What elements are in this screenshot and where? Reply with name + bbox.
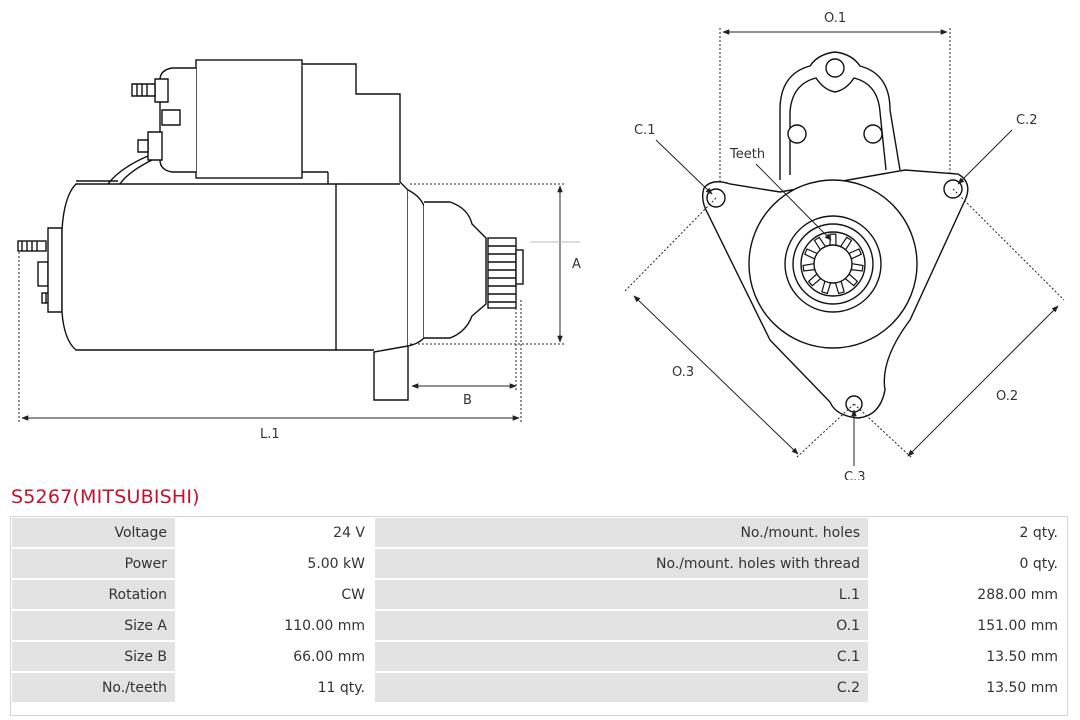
product-title: S5267(MITSUBISHI) — [11, 486, 200, 508]
table-row: Size B 66.00 mm C.1 13.50 mm — [12, 642, 1066, 671]
table-row: Rotation CW L.1 288.00 mm — [12, 580, 1066, 609]
spec-label: No./mount. holes — [375, 518, 868, 547]
spec-label: L.1 — [375, 580, 868, 609]
label-O3: O.3 — [672, 365, 694, 380]
front-view-dimensions — [623, 28, 1065, 466]
spec-label: Power — [12, 549, 175, 578]
spec-value: 24 V — [177, 518, 373, 547]
spec-value: 11 qty. — [177, 673, 373, 702]
spec-label: Voltage — [12, 518, 175, 547]
spec-value: 66.00 mm — [177, 642, 373, 671]
spec-value: 0 qty. — [870, 549, 1066, 578]
label-teeth: Teeth — [729, 147, 765, 162]
spec-value: 13.50 mm — [870, 642, 1066, 671]
pinion-teeth — [802, 233, 864, 295]
spec-label: Size B — [12, 642, 175, 671]
starter-technical-drawing: A B L.1 O.1 C.1 C — [17, 11, 1065, 480]
table-row: Power 5.00 kW No./mount. holes with thre… — [12, 549, 1066, 578]
label-O1: O.1 — [824, 11, 846, 26]
spec-label: No./teeth — [12, 673, 175, 702]
side-view-dimensions — [18, 183, 580, 424]
label-C3: C.3 — [844, 470, 865, 480]
label-O2: O.2 — [996, 389, 1018, 404]
spec-value: 151.00 mm — [870, 611, 1066, 640]
spec-value: 110.00 mm — [177, 611, 373, 640]
spec-label: C.1 — [375, 642, 868, 671]
spec-value: CW — [177, 580, 373, 609]
spec-label: No./mount. holes with thread — [375, 549, 868, 578]
table-row: Voltage 24 V No./mount. holes 2 qty. — [12, 518, 1066, 547]
spec-label: O.1 — [375, 611, 868, 640]
spec-value: 5.00 kW — [177, 549, 373, 578]
gear-teeth-outline — [802, 233, 864, 295]
side-view — [17, 59, 524, 401]
table-row: Size A 110.00 mm O.1 151.00 mm — [12, 611, 1066, 640]
spec-value: 13.50 mm — [870, 673, 1066, 702]
spec-label: Rotation — [12, 580, 175, 609]
label-C1: C.1 — [634, 123, 655, 138]
specs-table: Voltage 24 V No./mount. holes 2 qty. Pow… — [10, 516, 1068, 704]
label-L1: L.1 — [260, 427, 280, 442]
label-B: B — [463, 393, 472, 408]
spec-label: C.2 — [375, 673, 868, 702]
label-C2: C.2 — [1016, 113, 1037, 128]
spec-value: 2 qty. — [870, 518, 1066, 547]
table-row: No./teeth 11 qty. C.2 13.50 mm — [12, 673, 1066, 702]
label-A: A — [572, 257, 581, 272]
spec-label: Size A — [12, 611, 175, 640]
spec-value: 288.00 mm — [870, 580, 1066, 609]
